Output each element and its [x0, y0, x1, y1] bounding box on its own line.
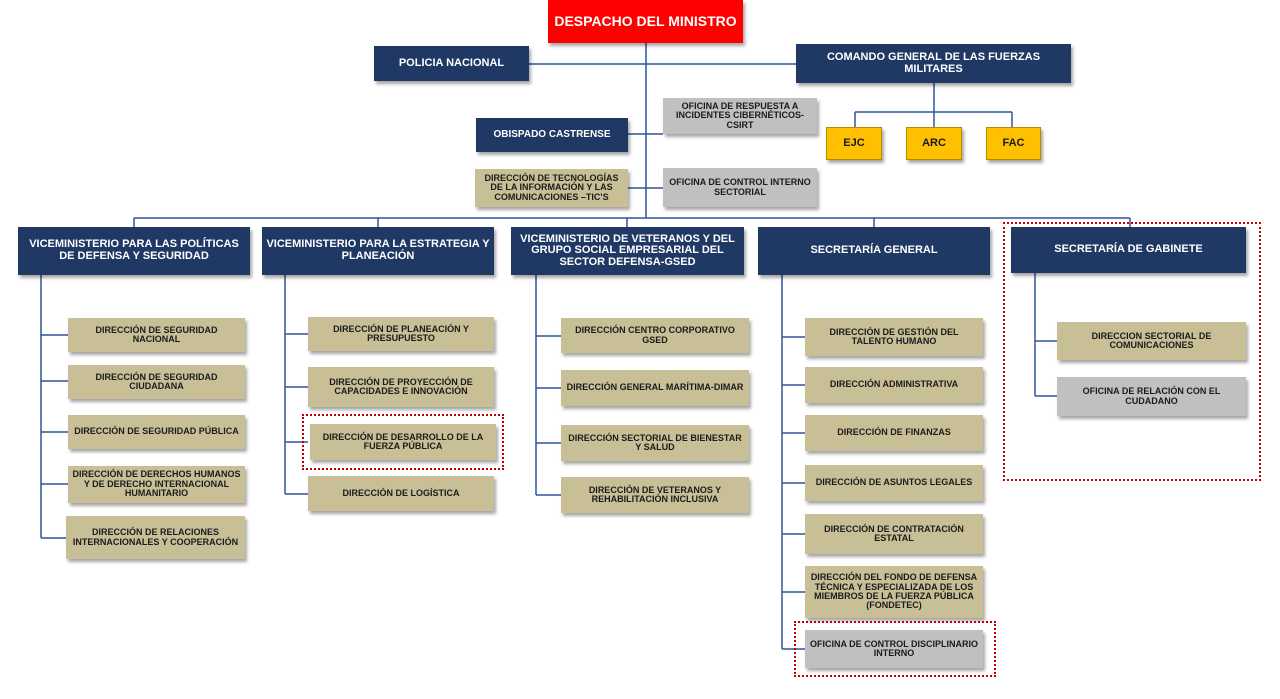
direction-box: DIRECCIÓN DE PROYECCIÓN DE CAPACIDADES E… — [308, 367, 494, 407]
military-bishopric-box: OBISPADO CASTRENSE — [476, 118, 628, 152]
direction-box: DIRECCIÓN DE SEGURIDAD CIUDADANA — [68, 365, 245, 399]
direction-box: DIRECCIÓN DE LOGÍSTICA — [308, 476, 494, 511]
direction-box: DIRECCIÓN DE ASUNTOS LEGALES — [805, 465, 983, 501]
direction-box: DIRECCIÓN DE DERECHOS HUMANOS Y DE DEREC… — [68, 466, 245, 503]
vice-ministry-strategy-box: VICEMINISTERIO PARA LA ESTRATEGIA Y PLAN… — [262, 227, 494, 275]
vice-ministry-veterans-box: VICEMINISTERIO DE VETERANOS Y DEL GRUPO … — [511, 227, 744, 275]
direction-box: DIRECCIÓN GENERAL MARÍTIMA-DIMAR — [561, 370, 749, 406]
secretaria-gabinete-box: SECRETARÍA DE GABINETE — [1011, 227, 1246, 273]
disciplinary-control-office-box: OFICINA DE CONTROL DISCIPLINARIO INTERNO — [805, 630, 983, 668]
direction-box: DIRECCIÓN DE PLANEACIÓN Y PRESUPUESTO — [308, 317, 494, 351]
force-box-ejc: EJC — [826, 127, 882, 160]
direction-box: DIRECCIÓN DE FINANZAS — [805, 415, 983, 451]
communications-direction-box: DIRECCION SECTORIAL DE COMUNICACIONES — [1057, 322, 1246, 360]
highlight-frame — [794, 621, 996, 677]
direction-box: DIRECCIÓN DE GESTIÓN DEL TALENTO HUMANO — [805, 318, 983, 356]
direction-box: DIRECCIÓN DE SEGURIDAD PÚBLICA — [68, 415, 245, 449]
internal-control-office-box: OFICINA DE CONTROL INTERNO SECTORIAL — [663, 168, 817, 207]
direction-box: DIRECCIÓN ADMINISTRATIVA — [805, 367, 983, 403]
force-box-arc: ARC — [906, 127, 962, 160]
vice-ministry-defense-policy-box: VICEMINISTERIO PARA LAS POLÍTICAS DE DEF… — [18, 227, 250, 275]
csirt-office-box: OFICINA DE RESPUESTA A INCIDENTES CIBERN… — [663, 98, 817, 134]
direction-box: DIRECCIÓN DE SEGURIDAD NACIONAL — [68, 318, 245, 352]
military-command-box: COMANDO GENERAL DE LAS FUERZAS MILITARES — [796, 44, 1071, 83]
direction-box: DIRECCIÓN DE DESARROLLO DE LA FUERZA PÚB… — [310, 424, 496, 460]
force-box-fac: FAC — [986, 127, 1041, 160]
direction-box: DIRECCIÓN DE VETERANOS Y REHABILITACIÓN … — [561, 477, 749, 513]
highlight-frame — [1003, 222, 1261, 481]
tics-direction-box: DIRECCIÓN DE TECNOLOGÍAS DE LA INFORMACI… — [475, 169, 628, 207]
national-police-box: POLICIA NACIONAL — [374, 46, 529, 81]
direction-box: DIRECCIÓN SECTORIAL DE BIENESTAR Y SALUD — [561, 425, 749, 461]
direction-box: DIRECCIÓN DE RELACIONES INTERNACIONALES … — [66, 516, 245, 559]
direction-box: DIRECCIÓN DE CONTRATACIÓN ESTATAL — [805, 514, 983, 554]
direction-box: DIRECCIÓN CENTRO CORPORATIVO GSED — [561, 318, 749, 353]
citizen-relations-office-box: OFICINA DE RELACIÓN CON EL CUDADANO — [1057, 377, 1246, 416]
fondetec-direction-box: DIRECCIÓN DEL FONDO DE DEFENSA TÉCNICA Y… — [805, 566, 983, 618]
minister-office-box: DESPACHO DEL MINISTRO — [548, 0, 743, 43]
highlight-frame — [302, 414, 504, 470]
secretaria-general-box: SECRETARÍA GENERAL — [758, 227, 990, 275]
